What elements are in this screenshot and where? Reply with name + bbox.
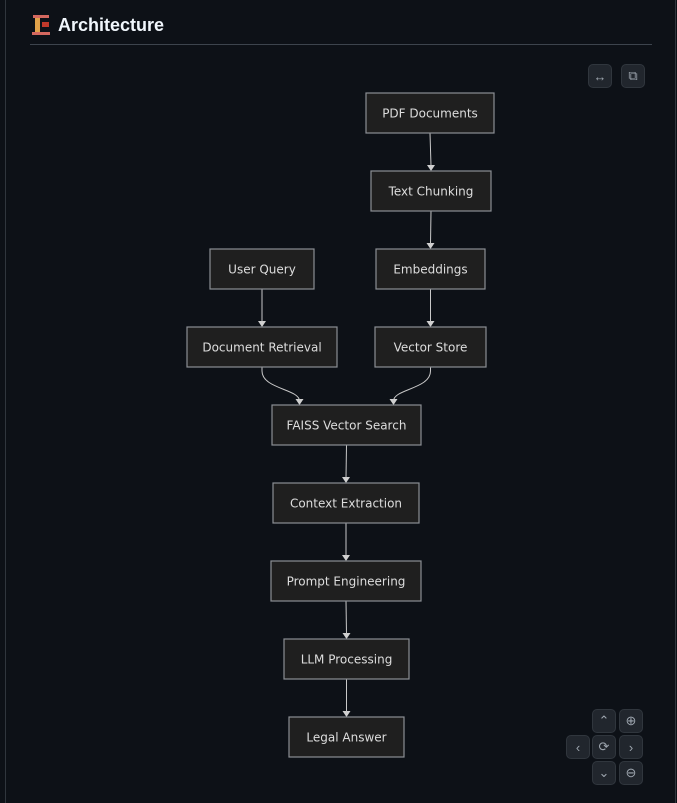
node-box <box>375 248 486 290</box>
node-pdf: PDF Documents <box>365 92 495 134</box>
node-box <box>209 248 315 290</box>
section-title: Architecture <box>58 14 165 35</box>
node-chunk: Text Chunking <box>370 170 492 212</box>
edge-pdf-to-chunk <box>429 132 432 167</box>
copy-button[interactable]: ⧉ <box>621 64 645 88</box>
node-label: Legal Answer <box>306 731 386 745</box>
arrowhead-prompt-llm <box>342 633 351 639</box>
node-context: Context Extraction <box>272 482 420 524</box>
chevron-up-icon: ⌃ <box>598 713 610 728</box>
arrowhead-pdf-chunk <box>427 165 435 171</box>
pan-down-button[interactable]: ⌄ <box>592 761 616 785</box>
node-label: Prompt Engineering <box>287 575 406 589</box>
node-box <box>374 326 487 368</box>
arrowhead-query-retrieval <box>258 321 266 327</box>
chevron-down-icon: ⌄ <box>598 765 610 780</box>
expand-horizontal-icon: ↔ <box>593 68 607 84</box>
panel-right-border <box>675 0 676 803</box>
arrowhead-retrieval-faiss <box>295 399 304 405</box>
panel-left-border <box>5 0 6 803</box>
chevron-right-icon: › <box>628 739 634 755</box>
edge-faiss-to-context <box>345 444 347 479</box>
chevron-left-icon: ‹ <box>575 739 581 755</box>
refresh-icon: ⟳ <box>598 739 610 754</box>
node-label: PDF Documents <box>382 107 478 121</box>
node-box <box>272 482 420 524</box>
edge-chunk-to-embed <box>430 210 432 245</box>
node-query: User Query <box>209 248 315 290</box>
arrowhead-embed-vstore <box>426 321 435 327</box>
zoom-out-button[interactable]: ⊖ <box>619 761 643 785</box>
section-header: Architecture <box>32 14 164 36</box>
edge-prompt-to-llm <box>345 600 347 635</box>
node-box <box>186 326 338 368</box>
node-llm: LLM Processing <box>283 638 410 680</box>
node-label: Context Extraction <box>290 497 402 511</box>
pan-right-button[interactable]: › <box>619 735 643 759</box>
pan-up-button[interactable]: ⌃ <box>592 709 616 733</box>
node-retrieval: Document Retrieval <box>186 326 338 368</box>
node-box <box>288 716 405 758</box>
node-label: FAISS Vector Search <box>287 419 407 433</box>
node-vstore: Vector Store <box>374 326 487 368</box>
node-label: LLM Processing <box>301 653 393 667</box>
zoom-in-button[interactable]: ⊕ <box>619 709 643 733</box>
node-box <box>271 404 422 446</box>
node-answer: Legal Answer <box>288 716 405 758</box>
node-label: Document Retrieval <box>202 341 321 355</box>
arrowhead-faiss-context <box>342 477 350 483</box>
node-embed: Embeddings <box>375 248 486 290</box>
node-box <box>365 92 495 134</box>
node-label: Vector Store <box>394 341 468 355</box>
pan-left-button[interactable]: ‹ <box>566 735 590 759</box>
zoom-out-icon: ⊖ <box>625 765 637 780</box>
arrowhead-vstore-faiss <box>389 399 398 405</box>
node-label: User Query <box>228 263 296 277</box>
reset-view-button[interactable]: ⟳ <box>592 735 616 759</box>
construction-crane-icon <box>32 14 50 36</box>
node-label: Embeddings <box>393 263 467 277</box>
arrowhead-chunk-embed <box>426 243 435 249</box>
expand-button[interactable]: ↔ <box>588 64 612 88</box>
copy-icon: ⧉ <box>628 68 638 83</box>
edge-retrieval-to-faiss <box>261 367 300 402</box>
node-box <box>283 638 410 680</box>
edge-vstore-to-faiss <box>393 367 431 402</box>
arrowhead-llm-answer <box>342 711 351 717</box>
header-divider <box>30 44 652 45</box>
zoom-in-icon: ⊕ <box>625 713 637 728</box>
node-prompt: Prompt Engineering <box>270 560 422 602</box>
node-label: Text Chunking <box>388 185 474 199</box>
arrowhead-context-prompt <box>342 555 350 561</box>
node-faiss: FAISS Vector Search <box>271 404 422 446</box>
node-box <box>270 560 422 602</box>
node-box <box>370 170 492 212</box>
